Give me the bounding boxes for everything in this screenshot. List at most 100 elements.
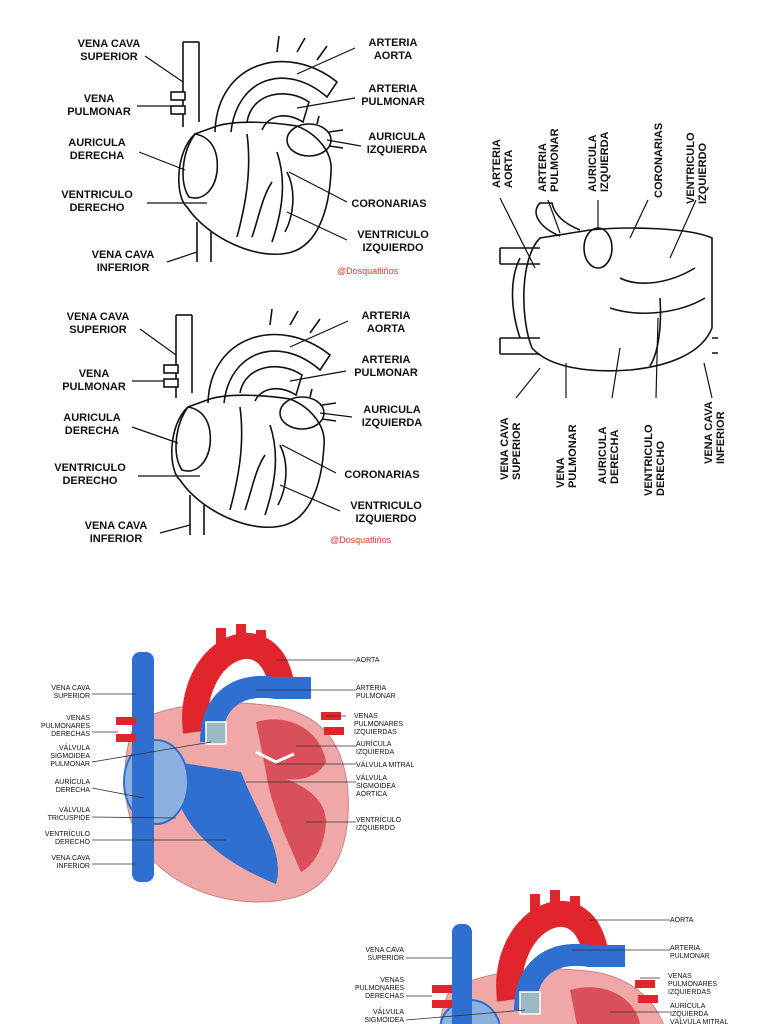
label-venas-pulmonares-derechas: VENAS <box>380 977 404 984</box>
label-vena-cava-superior: VENA CAVA <box>51 685 90 692</box>
label-vena-pulmonar: VENA <box>84 93 115 105</box>
label-arteria-pulmonar: ARTERIA <box>537 143 549 192</box>
svg-text:DERECHO: DERECHO <box>55 839 91 846</box>
color-heart-diagram-2: AORTA ARTERIA PULMONAR VENAS PULMONARES … <box>340 880 760 1024</box>
svg-text:PULMONARES: PULMONARES <box>354 721 403 728</box>
label-arteria-pulmonar: ARTERIA <box>356 685 387 692</box>
label-vena-cava-inferior: VENA CAVA <box>85 520 148 532</box>
svg-text:PULMONAR: PULMONAR <box>361 96 425 108</box>
svg-text:IZQUIERDO: IZQUIERDO <box>356 825 395 832</box>
label-coronarias: CORONARIAS <box>344 469 419 481</box>
label-ventriculo-derecho: VENTRICULO <box>61 189 133 201</box>
svg-text:AORTA: AORTA <box>367 323 405 335</box>
label-auricula-izquierda: AURICULA <box>363 404 420 416</box>
svg-text:IZQUIERDO: IZQUIERDO <box>355 513 417 525</box>
svg-text:DERECHA: DERECHA <box>65 425 119 437</box>
svg-text:PULMONARES: PULMONARES <box>355 985 404 992</box>
svg-text:PULMONAR: PULMONAR <box>62 381 126 393</box>
label-valvula-sigmoidea-aortica: VÁLVULA <box>356 773 387 782</box>
svg-text:PULMONAR: PULMONAR <box>549 128 561 192</box>
label-vena-cava-inferior: VENA CAVA <box>92 249 155 261</box>
label-vena-cava-superior: VENA CAVA <box>67 311 130 323</box>
svg-text:SIGMOIDEA: SIGMOIDEA <box>50 753 90 760</box>
svg-text:IZQUIERDA: IZQUIERDA <box>599 131 611 192</box>
label-coronarias: CORONARIAS <box>653 123 665 198</box>
label-ventriculo-izquierdo: VENTRICULO <box>350 500 422 512</box>
svg-text:PULMONARES: PULMONARES <box>668 981 717 988</box>
label-auricula-derecha: AURICULA <box>63 412 120 424</box>
label-auricula-izquierda: AURICULA <box>587 135 599 192</box>
label-arteria-aorta: ARTERIA <box>491 139 503 188</box>
svg-text:INFERIOR: INFERIOR <box>57 863 90 870</box>
svg-text:SUPERIOR: SUPERIOR <box>511 422 523 480</box>
svg-text:IZQUIERDA: IZQUIERDA <box>670 1011 708 1018</box>
svg-text:SUPERIOR: SUPERIOR <box>80 51 138 63</box>
label-valvula-mitral: VÁLVULA MITRAL <box>670 1017 728 1024</box>
svg-text:PULMONAR: PULMONAR <box>567 424 579 488</box>
label-coronarias: CORONARIAS <box>351 198 426 210</box>
svg-text:DERECHAS: DERECHAS <box>51 731 90 738</box>
bw-heart-illustration-1: VENA CAVA SUPERIOR VENA PULMONAR AURICUL… <box>61 35 429 276</box>
svg-text:IZQUIERDAS: IZQUIERDAS <box>354 729 397 736</box>
color-heart-diagram-1: AORTA ARTERIA PULMONAR VENAS PULMONARES … <box>26 622 446 912</box>
label-vena-cava-superior: VENA CAVA <box>365 947 404 954</box>
label-venas-pulmonares-izquierdas: VENAS <box>354 713 378 720</box>
svg-text:PULMONAR: PULMONAR <box>50 761 90 768</box>
label-venas-pulmonares-izquierdas: VENAS <box>668 973 692 980</box>
svg-text:AORTA: AORTA <box>374 50 412 62</box>
svg-text:PULMONAR: PULMONAR <box>67 106 131 118</box>
svg-text:DERECHA: DERECHA <box>609 430 621 484</box>
svg-text:IZQUIERDO: IZQUIERDO <box>697 142 709 204</box>
label-vena-cava-superior: VENA CAVA <box>78 38 141 50</box>
svg-text:SUPERIOR: SUPERIOR <box>53 693 90 700</box>
color-heart-illustration-1: AORTA ARTERIA PULMONAR VENAS PULMONARES … <box>41 624 414 903</box>
label-vena-cava-inferior: VENA CAVA <box>703 401 715 464</box>
label-vena-pulmonar: VENA <box>555 457 567 488</box>
svg-text:SUPERIOR: SUPERIOR <box>367 955 404 962</box>
label-arteria-pulmonar: ARTERIA <box>670 945 701 952</box>
bw-heart-diagram-2: VENA CAVA SUPERIOR VENA PULMONAR AURICUL… <box>40 293 440 545</box>
label-valvula-sigmoidea-pulmonar: VÁLVULA <box>373 1007 404 1016</box>
label-auricula-derecha: AURÍCULA <box>55 777 91 786</box>
svg-text:IZQUIERDA: IZQUIERDA <box>362 417 423 429</box>
svg-text:AÓRTICA: AÓRTICA <box>356 789 387 798</box>
svg-text:DERECHA: DERECHA <box>70 150 124 162</box>
svg-text:DERECHO: DERECHO <box>69 202 124 214</box>
svg-text:SIGMOIDEA: SIGMOIDEA <box>364 1017 404 1024</box>
label-auricula-izquierda: AURICULA <box>368 131 425 143</box>
bw-heart-illustration-2: VENA CAVA SUPERIOR VENA PULMONAR AURICUL… <box>54 308 423 545</box>
color-heart-illustration-2: AORTA ARTERIA PULMONAR VENAS PULMONARES … <box>355 890 728 1024</box>
label-valvula-tricuspide: VÁLVULA <box>59 805 90 814</box>
label-valvula-sigmoidea-pulmonar: VÁLVULA <box>59 743 90 752</box>
label-arteria-aorta: ARTERIA <box>369 37 418 49</box>
label-auricula-izquierda: AURÍCULA <box>670 1001 706 1010</box>
svg-text:PULMONARES: PULMONARES <box>41 723 90 730</box>
label-auricula-derecha: AURICULA <box>597 427 609 484</box>
svg-text:IZQUIERDA: IZQUIERDA <box>367 144 428 156</box>
watermark: @Dosquatliños <box>330 535 392 545</box>
svg-text:DERECHA: DERECHA <box>56 787 91 794</box>
svg-text:TRICÚSPIDE: TRICÚSPIDE <box>48 813 91 822</box>
watermark: @Dosquatliños <box>337 266 399 276</box>
svg-text:DERECHO: DERECHO <box>655 441 667 496</box>
svg-text:INFERIOR: INFERIOR <box>715 411 727 464</box>
label-ventriculo-izquierdo: VENTRICULO <box>357 229 429 241</box>
svg-text:PULMONAR: PULMONAR <box>670 953 710 960</box>
label-aorta: AORTA <box>356 657 380 664</box>
label-ventriculo-izquierdo: VENTRICULO <box>685 132 697 204</box>
label-ventriculo-derecho: VENTRÍCULO <box>45 829 91 838</box>
svg-text:IZQUIERDO: IZQUIERDO <box>362 242 424 254</box>
label-arteria-pulmonar: ARTERIA <box>369 83 418 95</box>
bw-heart-illustration-rotated: ARTERIA AORTA ARTERIA PULMONAR AURICULA … <box>491 123 727 496</box>
label-auricula-derecha: AURICULA <box>68 137 125 149</box>
label-arteria-pulmonar: ARTERIA <box>362 354 411 366</box>
label-aorta: AORTA <box>670 917 694 924</box>
label-ventriculo-derecho: VENTRICULO <box>54 462 126 474</box>
svg-text:SUPERIOR: SUPERIOR <box>69 324 127 336</box>
bw-heart-diagram-1: VENA CAVA SUPERIOR VENA PULMONAR AURICUL… <box>47 22 445 276</box>
svg-text:DERECHAS: DERECHAS <box>365 993 404 1000</box>
svg-text:PULMONAR: PULMONAR <box>356 693 396 700</box>
label-ventriculo-izquierdo: VENTRÍCULO <box>356 815 402 824</box>
label-vena-cava-superior: VENA CAVA <box>499 417 511 480</box>
label-valvula-mitral: VÁLVULA MITRAL <box>356 760 414 769</box>
